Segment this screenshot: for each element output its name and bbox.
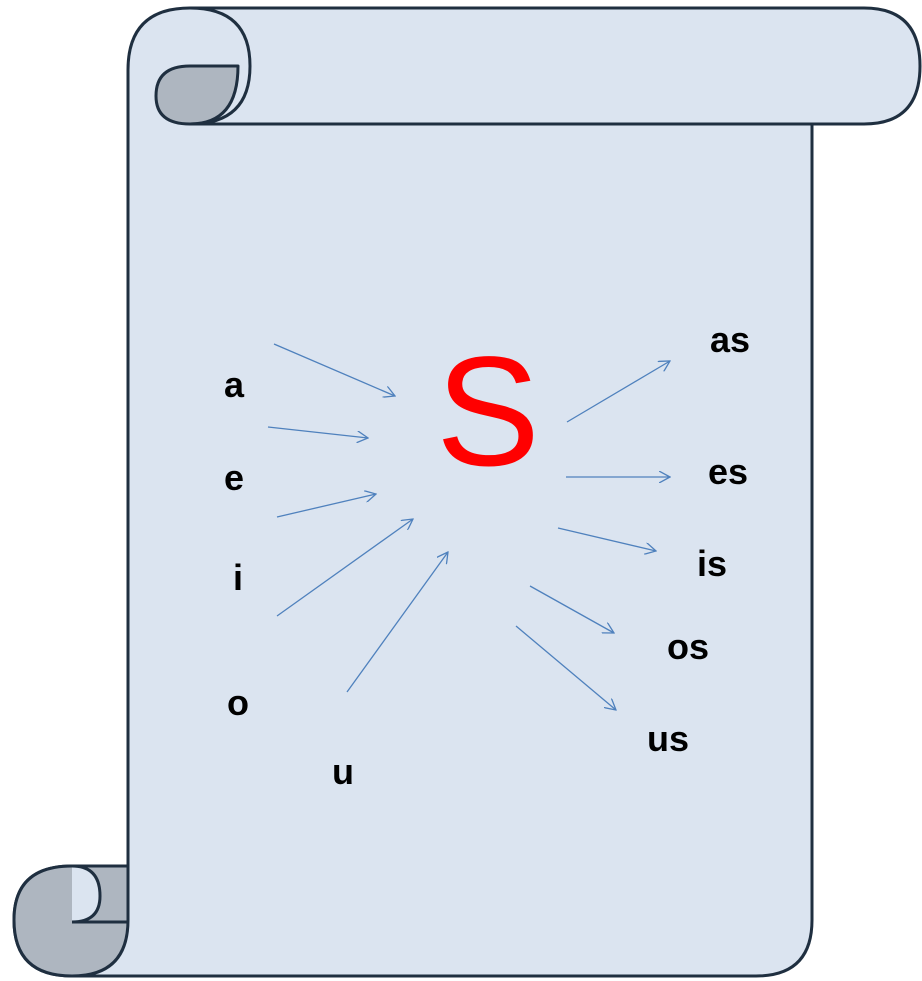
top-curl <box>154 64 240 126</box>
incoming-arrows <box>267 343 448 693</box>
vowel-label-o: o <box>227 682 249 723</box>
arrow-from-a-lower <box>267 426 368 438</box>
ending-label-us: us <box>647 718 689 759</box>
vowel-labels: a e i o u <box>224 364 354 792</box>
arrow-to-is <box>557 527 656 551</box>
vowel-label-i: i <box>233 557 243 598</box>
ending-label-os: os <box>667 626 709 667</box>
arrow-from-i <box>276 519 413 617</box>
arrow-to-as <box>566 361 670 423</box>
ending-label-as: as <box>710 319 750 360</box>
scroll-shape <box>12 6 922 978</box>
arrow-from-e <box>276 494 376 518</box>
top-curl-line <box>189 6 252 126</box>
arrow-to-os <box>529 585 614 633</box>
vowel-label-a: a <box>224 364 245 405</box>
vowel-label-e: e <box>224 457 244 498</box>
ending-labels: as es is os us <box>647 319 750 759</box>
arrow-from-u <box>346 552 448 693</box>
arrow-to-us <box>515 625 616 710</box>
vowel-label-u: u <box>332 751 354 792</box>
ending-label-es: es <box>708 451 748 492</box>
bottom-curl-inner <box>71 864 102 924</box>
arrow-from-a <box>273 343 395 396</box>
ending-label-is: is <box>697 543 727 584</box>
outgoing-arrows <box>515 361 670 710</box>
center-letter: S <box>436 325 540 499</box>
